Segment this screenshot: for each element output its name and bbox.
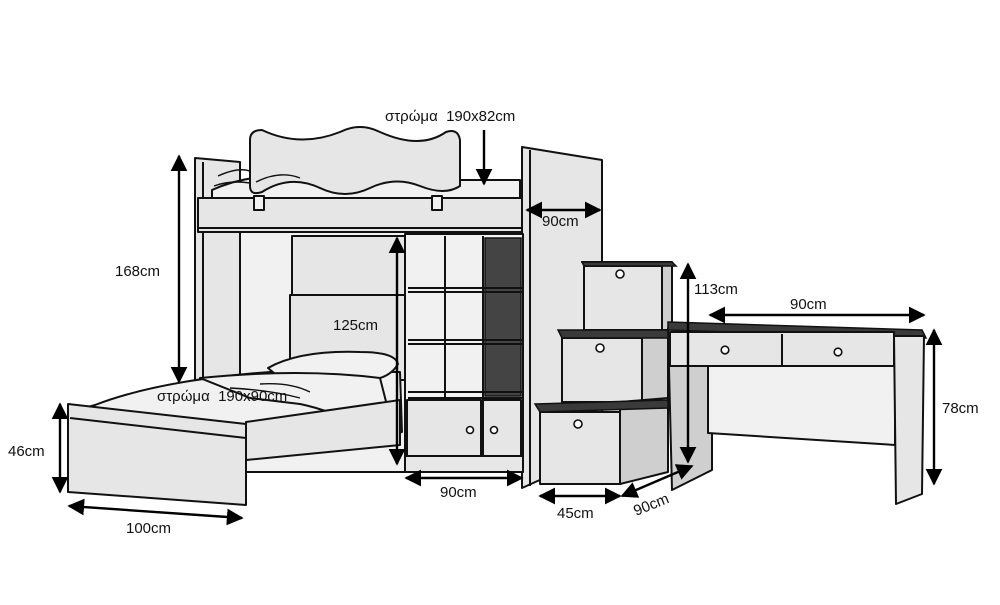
label-bottom-mattress: στρώμα 190x90cm: [157, 388, 287, 405]
label-desk-height: 78cm: [942, 400, 979, 417]
stairs-knob-top: [615, 269, 625, 279]
door-knob-left: [465, 425, 475, 435]
label-desk-width: 90cm: [790, 296, 827, 313]
lower-back-wall: [291, 235, 406, 301]
dimensions: [51, 130, 943, 526]
label-stairs-width: 45cm: [557, 505, 594, 522]
desk: [667, 321, 928, 505]
bookshelf-door-right: [482, 399, 522, 457]
desk-knob-right: [833, 347, 843, 357]
dim-line-bed-width: [67, 498, 244, 526]
stairs-knob-bottom: [573, 419, 583, 429]
stairs: [533, 261, 678, 485]
labels: στρώμα 190x82cm στρώμα 190x90cm 168cm 12…: [8, 108, 979, 537]
label-stairs-depth: 90cm: [631, 490, 671, 520]
door-knob-right: [489, 425, 499, 435]
bookshelf: [404, 233, 524, 473]
desk-right-leg: [893, 335, 925, 505]
bookshelf-dark-column: [484, 237, 522, 397]
label-bed-height: 168cm: [115, 263, 160, 280]
dim-line-stairs-depth: [620, 464, 694, 498]
guard-clip-right: [431, 195, 443, 211]
label-bed-front-height: 46cm: [8, 443, 45, 460]
stairs-knob-middle: [595, 343, 605, 353]
loft-upper-rail: [197, 197, 523, 233]
desk-knob-left: [720, 345, 730, 355]
lower-bed: [67, 350, 403, 506]
label-shelf-width: 90cm: [440, 484, 477, 501]
label-shelf-height: 125cm: [333, 317, 378, 334]
label-bed-width: 100cm: [126, 520, 171, 537]
label-top-mattress: στρώμα 190x82cm: [385, 108, 515, 125]
guard-board: [249, 126, 461, 195]
label-top-depth: 90cm: [542, 213, 579, 230]
label-stairs-height: 113cm: [694, 281, 738, 298]
guard-clip-left: [253, 195, 265, 211]
desk-back-panel: [707, 364, 896, 446]
bookshelf-plinth: [404, 455, 524, 473]
